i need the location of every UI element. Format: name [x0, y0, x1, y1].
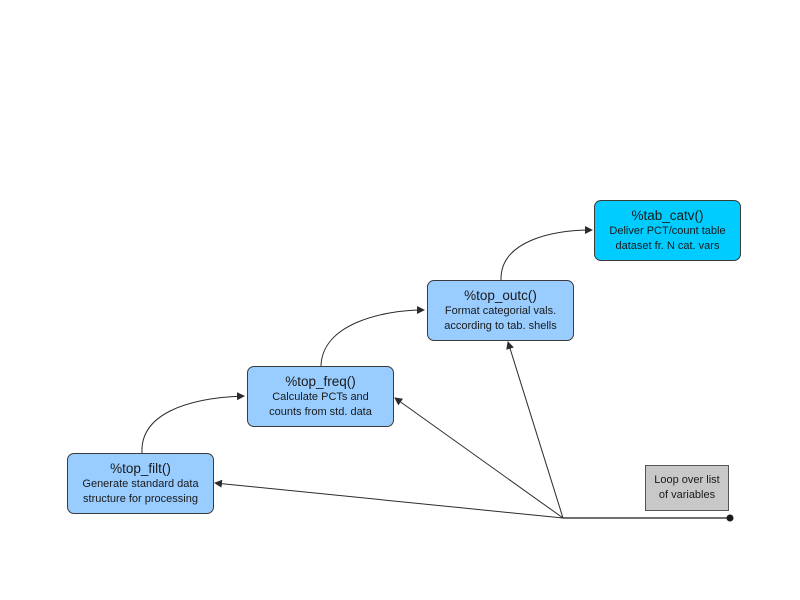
node-top-outc: %top_outc() Format categorial vals. acco… — [427, 280, 574, 341]
node-title: %top_freq() — [285, 374, 356, 389]
node-description: Calculate PCTs and counts from std. data — [269, 391, 372, 418]
node-description: Deliver PCT/count table dataset fr. N ca… — [609, 225, 726, 252]
node-tab-catv: %tab_catv() Deliver PCT/count table data… — [594, 200, 741, 261]
node-title: %top_filt() — [110, 461, 171, 476]
node-title: %tab_catv() — [631, 208, 704, 223]
edge-loop-to-top-freq — [394, 397, 564, 519]
edge-top-filt-to-top-freq — [141, 392, 245, 454]
node-top-filt: %top_filt() Generate standard data struc… — [67, 453, 214, 514]
edge-top-outc-to-tab-catv — [500, 226, 593, 281]
node-description: Generate standard data structure for pro… — [82, 478, 199, 505]
loop-label-box: Loop over list of variables — [645, 465, 729, 511]
loop-endpoint-dot — [726, 514, 734, 522]
node-title: %top_outc() — [464, 288, 537, 303]
edge-loop-to-top-outc — [506, 341, 564, 519]
edge-loop-to-top-filt — [214, 479, 564, 519]
node-top-freq: %top_freq() Calculate PCTs and counts fr… — [247, 366, 394, 427]
edge-top-freq-to-top-outc — [320, 306, 425, 367]
node-description: Format categorial vals. according to tab… — [444, 305, 557, 332]
